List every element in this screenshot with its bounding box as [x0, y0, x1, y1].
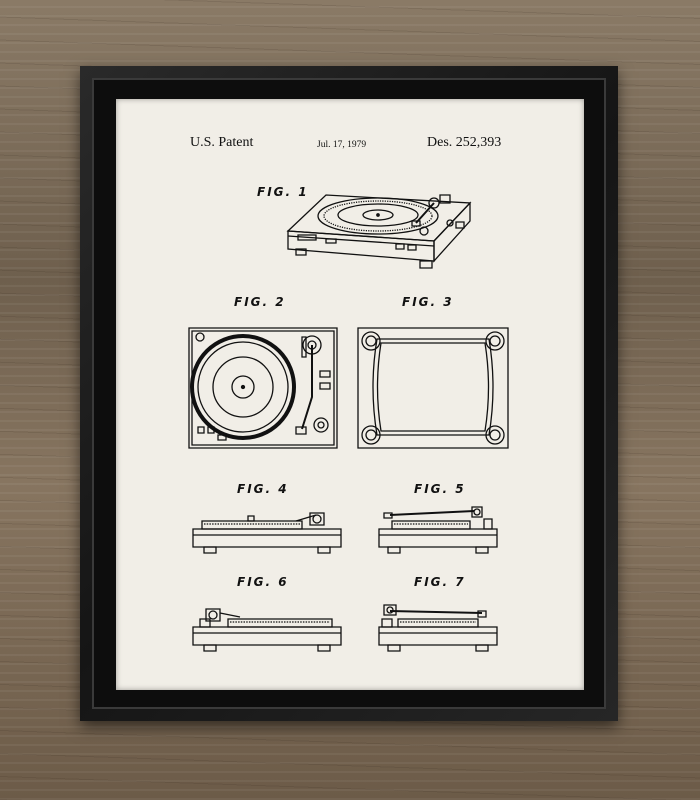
- patent-print: U.S. Patent Jul. 17, 1979 Des. 252,393 F…: [116, 99, 584, 690]
- fig-4-label: FIG. 4: [237, 482, 289, 496]
- fig-2-top-view-drawing: [188, 327, 338, 449]
- fig-6-label: FIG. 6: [237, 575, 289, 589]
- fig-5-side-view-drawing: [378, 505, 498, 555]
- fig-3-bottom-view-drawing: [357, 327, 509, 449]
- fig-5-label: FIG. 5: [414, 482, 466, 496]
- patent-date: Jul. 17, 1979: [317, 140, 367, 150]
- fig-7-label: FIG. 7: [414, 575, 466, 589]
- patent-number: Des. 252,393: [427, 135, 502, 150]
- fig-1-perspective-turntable-drawing: [284, 189, 476, 271]
- fig-4-side-view-drawing: [192, 505, 342, 555]
- fig-1-label: FIG. 1: [257, 185, 309, 199]
- fig-7-side-view-drawing: [378, 601, 498, 653]
- fig-2-label: FIG. 2: [234, 295, 286, 309]
- fig-6-side-view-drawing: [192, 601, 342, 653]
- fig-3-label: FIG. 3: [402, 295, 454, 309]
- patent-label: U.S. Patent: [190, 135, 254, 150]
